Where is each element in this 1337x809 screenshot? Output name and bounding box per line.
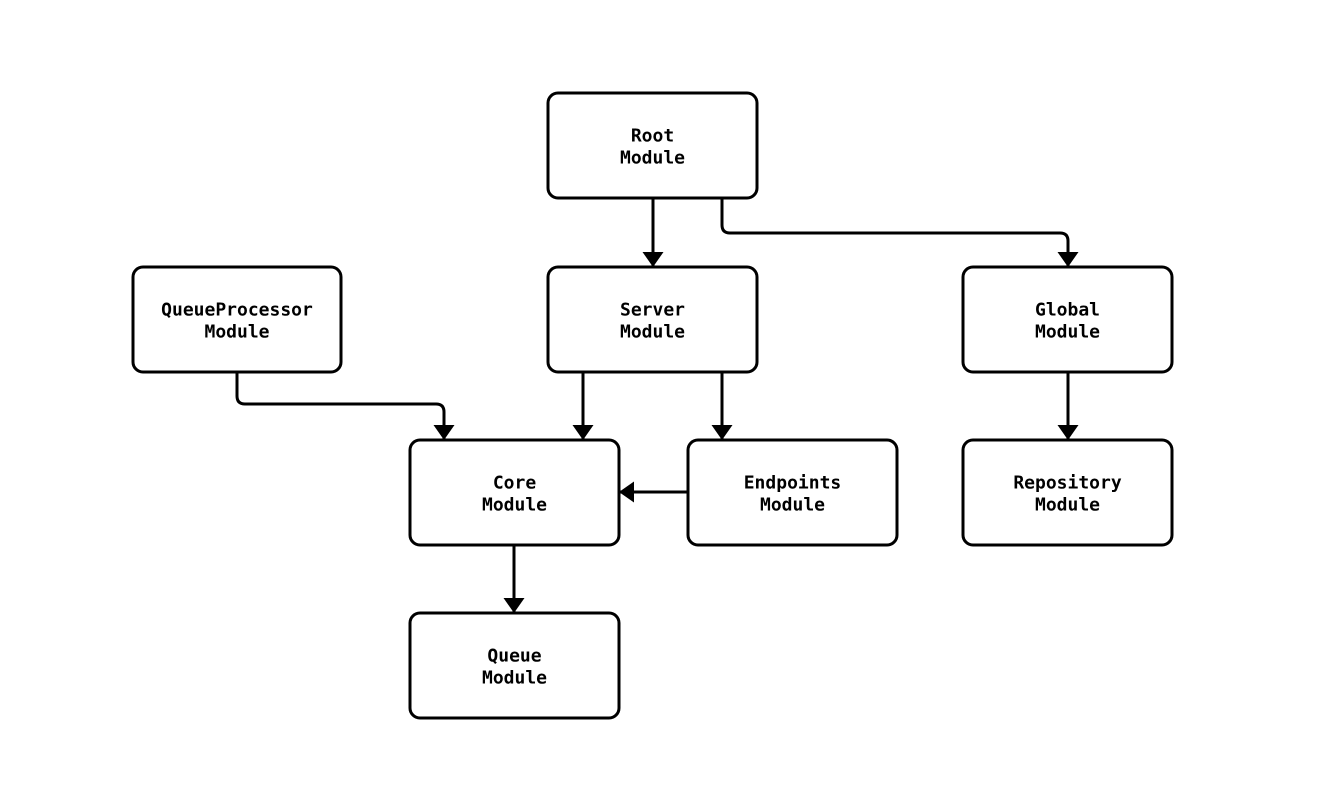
node-box-core <box>408 438 621 547</box>
node-box-repository <box>961 438 1174 547</box>
node-box-root <box>546 91 759 200</box>
node-box-queue <box>408 611 621 720</box>
edge-queueprocessor-to-core <box>235 372 455 440</box>
edge-root-to-global <box>720 198 1079 267</box>
node-box-endpoints <box>686 438 899 547</box>
node-box-queueprocessor <box>131 265 343 374</box>
node-box-global <box>961 265 1174 374</box>
node-box-server <box>546 265 759 374</box>
